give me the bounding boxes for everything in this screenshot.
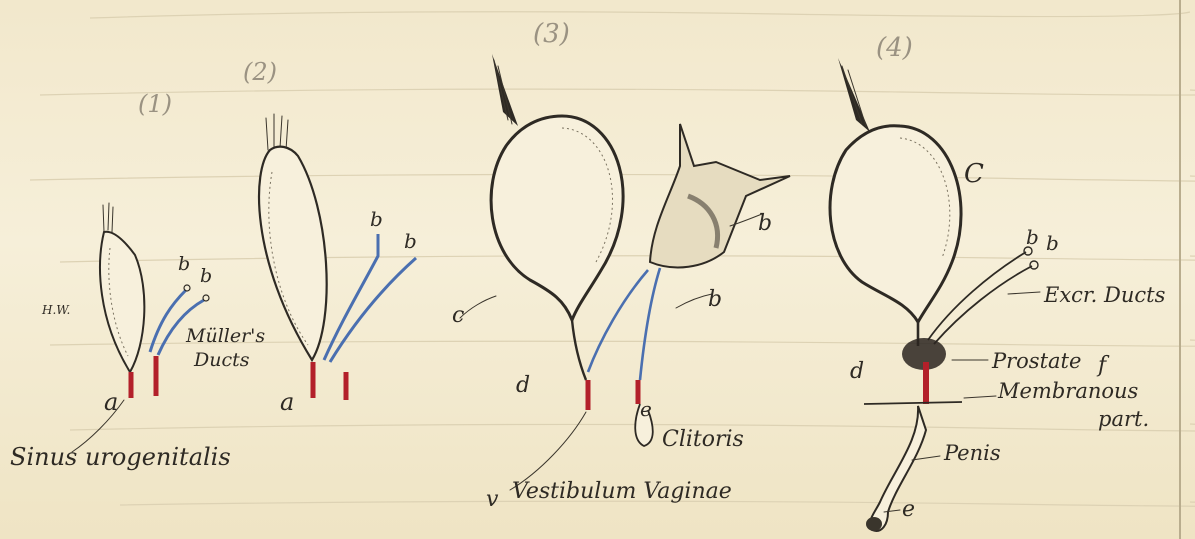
figure-4-c-label: C	[964, 159, 984, 189]
figure-2: (2) b b a	[243, 58, 417, 416]
figure-2-number: (2)	[243, 58, 277, 86]
background-bleed-through	[30, 12, 1195, 507]
figure-4: (4) C b b Excr. Ducts d Prostate f Membr…	[830, 33, 1166, 531]
figure-2-fringe	[266, 114, 288, 150]
figure-4-f-label: f	[1096, 353, 1110, 378]
vestibulum-vaginae-label: Vestibulum Vaginae	[512, 479, 732, 504]
figure-3-fringe	[492, 54, 518, 126]
figure-4-excretory-duct-2	[934, 266, 1032, 344]
figure-1-ducts-label-1: Müller's	[185, 325, 265, 347]
figure-1-corner-mark: H.W.	[41, 303, 70, 317]
figure-1-a-label: a	[104, 388, 118, 416]
figure-3-c-label: c	[452, 303, 464, 328]
figure-3: (3) c b b d e Clitoris v Vestibulum Vagi…	[452, 19, 790, 512]
figure-3-blue-duct-2	[640, 268, 660, 380]
figure-3-ovary-body	[650, 124, 790, 267]
membranous-divider	[864, 402, 962, 404]
figure-3-b-label-top: b	[758, 211, 772, 236]
figure-2-a-label: a	[280, 388, 294, 416]
figure-2-b-label-1: b	[370, 207, 383, 231]
figure-1-fringe	[103, 203, 113, 232]
clitoris-label: Clitoris	[662, 427, 744, 452]
figure-4-d-label: d	[850, 359, 864, 384]
figure-4-b-label-2: b	[1046, 231, 1059, 255]
glans-tip	[866, 517, 882, 531]
figure-3-b-label-mid: b	[708, 287, 722, 312]
figure-4-sac	[830, 126, 961, 322]
figure-1-ducts-label-2: Ducts	[193, 349, 250, 371]
figure-2-sac	[259, 147, 327, 360]
figure-1: (1) H.W. Müller's Ducts b b a Sinus urog…	[10, 90, 265, 471]
vestibulum-mark: v	[486, 487, 499, 512]
membranous-label-2: part.	[1098, 407, 1149, 431]
figure-1-sac	[100, 232, 144, 372]
sinus-urogenitalis-label: Sinus urogenitalis	[10, 443, 231, 471]
figure-3-d-label: d	[516, 373, 530, 398]
figure-1-b-label-2: b	[200, 265, 212, 287]
figure-2-duct-2	[330, 258, 416, 362]
figure-3-sac	[491, 116, 623, 320]
figure-1-b-label-1: b	[178, 253, 190, 275]
figure-4-e-label: e	[902, 497, 915, 522]
penis-shape	[870, 406, 926, 531]
figure-4-b-label-1: b	[1026, 225, 1039, 249]
excretory-ducts-label: Excr. Ducts	[1043, 283, 1166, 307]
figure-3-blue-duct	[588, 270, 648, 372]
figure-2-b-label-2: b	[404, 229, 417, 253]
penis-label: Penis	[943, 441, 1001, 465]
prostate-label: Prostate	[991, 349, 1081, 373]
figure-4-number: (4)	[876, 33, 913, 63]
figure-1-number: (1)	[138, 90, 172, 118]
figure-3-e-label: e	[640, 397, 652, 421]
figure-3-number: (3)	[533, 19, 570, 49]
membranous-label-1: Membranous	[997, 379, 1139, 403]
